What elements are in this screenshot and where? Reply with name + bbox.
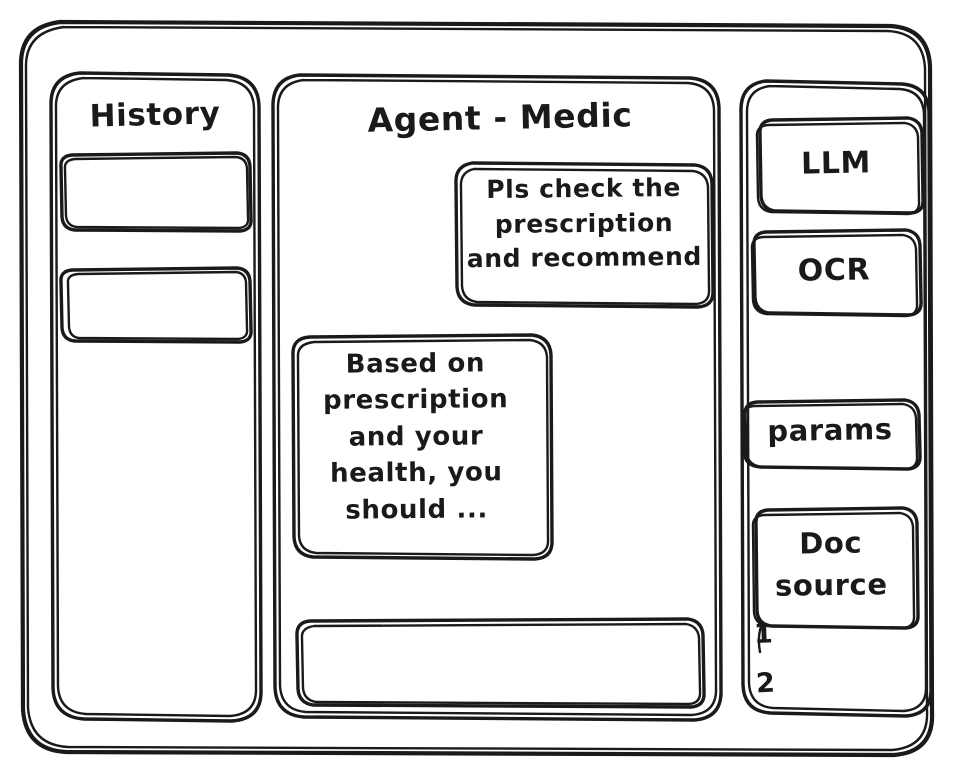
composer-input[interactable]	[296, 618, 706, 708]
tool-button-params[interactable]	[742, 399, 921, 470]
history-entry-2[interactable]	[60, 267, 252, 343]
tool-button-ocr[interactable]	[751, 229, 922, 317]
tool-button-doc-source[interactable]	[752, 507, 919, 629]
tool-button-llm[interactable]	[756, 117, 924, 215]
agent-message-bubble	[292, 334, 554, 560]
history-entry-1[interactable]	[60, 152, 252, 232]
user-message-bubble	[455, 162, 714, 309]
